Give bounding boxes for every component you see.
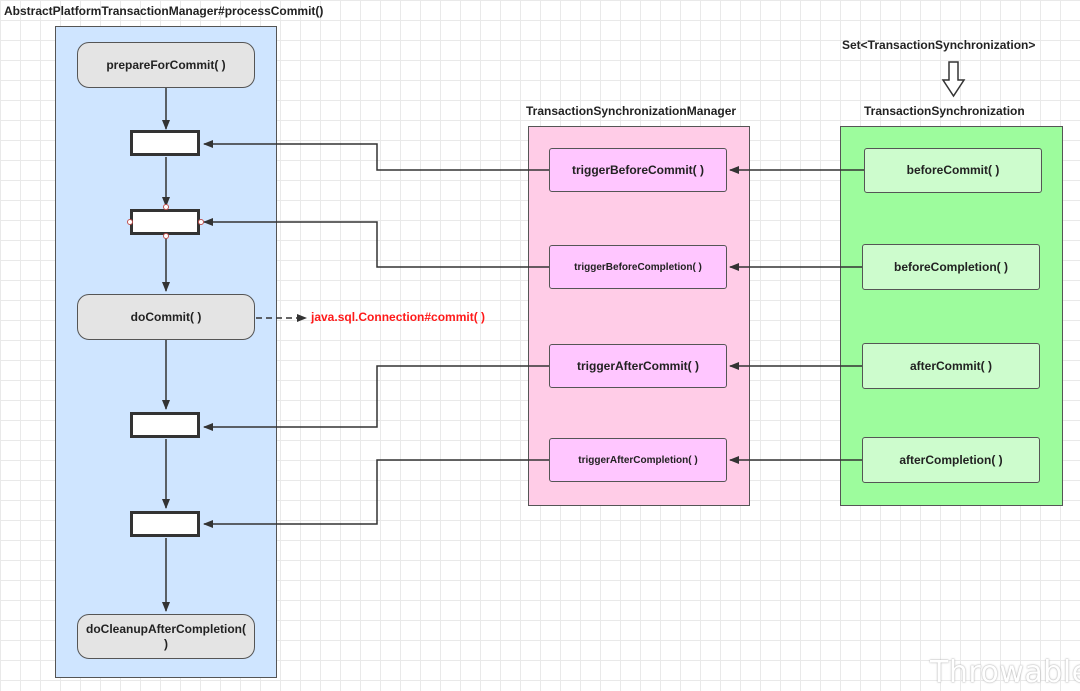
trigger-after-commit-node: triggerAfterCommit( ) (549, 344, 727, 388)
after-completion-node: afterCompletion( ) (862, 437, 1040, 483)
trigger-before-commit-node: triggerBeforeCommit( ) (549, 148, 727, 192)
after-commit-node: afterCommit( ) (862, 343, 1040, 389)
connector-after-completion (203, 459, 549, 528)
selection-handle-bottom (163, 233, 169, 239)
do-cleanup-node: doCleanupAfterCompletion( ) (77, 614, 255, 659)
connection-commit-label: java.sql.Connection#commit( ) (311, 310, 486, 324)
trigger-before-completion-node: triggerBeforeCompletion( ) (549, 245, 727, 289)
selection-handle-left (127, 219, 133, 225)
prepare-for-commit-node: prepareForCommit( ) (77, 42, 255, 88)
before-commit-node: beforeCommit( ) (864, 148, 1042, 193)
selection-handle-top (163, 204, 169, 210)
down-arrow-icon (941, 61, 966, 98)
watermark: Throwable (930, 655, 1080, 690)
process-lane-title: AbstractPlatformTransactionManager#proce… (4, 4, 324, 18)
sync-lane-title: TransactionSynchronization (864, 104, 1025, 118)
connector-after-commit (203, 365, 549, 431)
sync-bar-4 (130, 511, 200, 537)
sync-bar-3 (130, 412, 200, 438)
set-label: Set<TransactionSynchronization> (842, 38, 1036, 52)
selection-handle-right (198, 219, 204, 225)
before-completion-node: beforeCompletion( ) (862, 244, 1040, 290)
sync-bar-1 (130, 130, 200, 156)
connector-before-commit (203, 140, 549, 171)
manager-lane-title: TransactionSynchronizationManager (526, 104, 737, 118)
connector-before-completion (203, 218, 549, 268)
do-commit-node: doCommit( ) (77, 294, 255, 340)
trigger-after-completion-node: triggerAfterCompletion( ) (549, 438, 727, 482)
sync-bar-2 (130, 209, 200, 235)
